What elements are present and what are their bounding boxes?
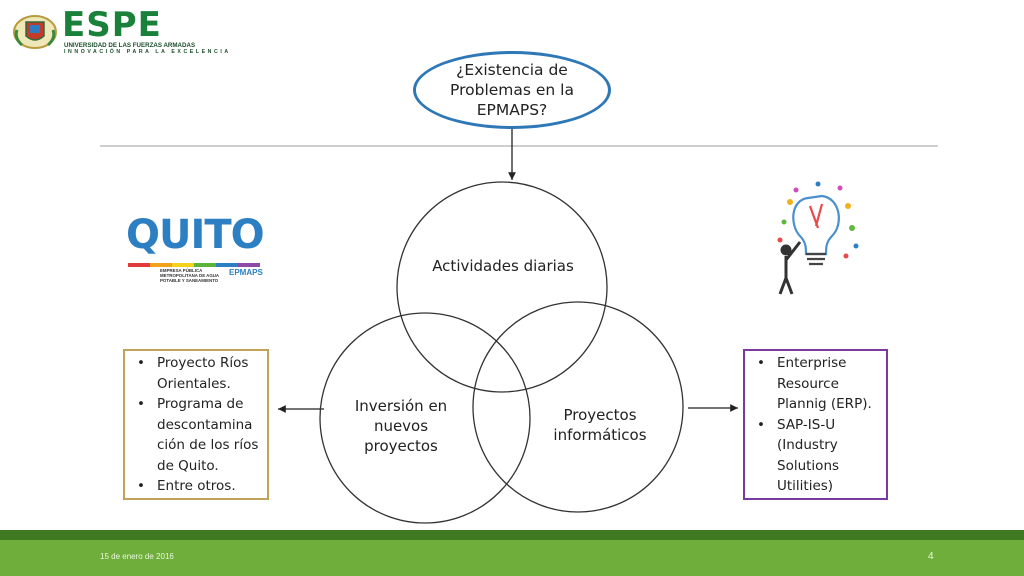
left-list: Proyecto Ríos Orientales. Programa de de…	[125, 353, 267, 497]
espe-tagline: INNOVACIÓN PARA LA EXCELENCIA	[64, 49, 231, 55]
crest-icon	[13, 15, 57, 49]
venn-circle-right	[472, 301, 684, 513]
venn-circle-left	[319, 312, 531, 524]
espe-subtitle: UNIVERSIDAD DE LAS FUERZAS ARMADAS	[64, 42, 196, 49]
footer-stripe	[0, 530, 1024, 540]
page-number: 4	[928, 551, 934, 562]
left-list-box: Proyecto Ríos Orientales. Programa de de…	[123, 349, 269, 500]
question-ellipse: ¿Existencia de Problemas en la EPMAPS?	[413, 51, 611, 129]
venn-label-right: Proyectos informáticos	[553, 406, 647, 444]
list-item: SAP-IS-U (Industry Solutions Utilities)	[745, 415, 886, 497]
list-item: Programa de descontamina ción de los río…	[125, 394, 267, 476]
epmaps-brand: EPMAPS	[229, 268, 263, 277]
venn-label-top: Actividades diarias	[432, 257, 574, 275]
list-item: Proyecto Ríos Orientales.	[125, 353, 267, 394]
right-list-box: Enterprise Resource Plannig (ERP). SAP-I…	[743, 349, 888, 500]
quito-wordmark: QUITO	[126, 212, 265, 258]
list-item: Enterprise Resource Plannig (ERP).	[745, 353, 886, 415]
espe-wordmark: ESPE	[62, 5, 162, 45]
espe-logo: ESPE UNIVERSIDAD DE LAS FUERZAS ARMADAS …	[12, 5, 228, 55]
right-list: Enterprise Resource Plannig (ERP). SAP-I…	[745, 353, 886, 497]
color-stripe	[128, 263, 260, 267]
lightbulb-illustration-icon	[777, 181, 859, 295]
venn-circle-top	[396, 181, 608, 393]
footer-band	[0, 540, 1024, 576]
list-item: Entre otros.	[125, 476, 267, 497]
header-divider	[100, 145, 938, 147]
quito-subtitle: EMPRESA PÚBLICA METROPOLITANA DE AGUA PO…	[160, 268, 219, 283]
footer-date: 15 de enero de 2016	[100, 552, 174, 561]
venn-label-left: Inversión en nuevos proyectos	[354, 397, 448, 455]
quito-logo: QUITO EMPRESA PÚBLICA METROPOLITANA DE A…	[126, 212, 266, 283]
